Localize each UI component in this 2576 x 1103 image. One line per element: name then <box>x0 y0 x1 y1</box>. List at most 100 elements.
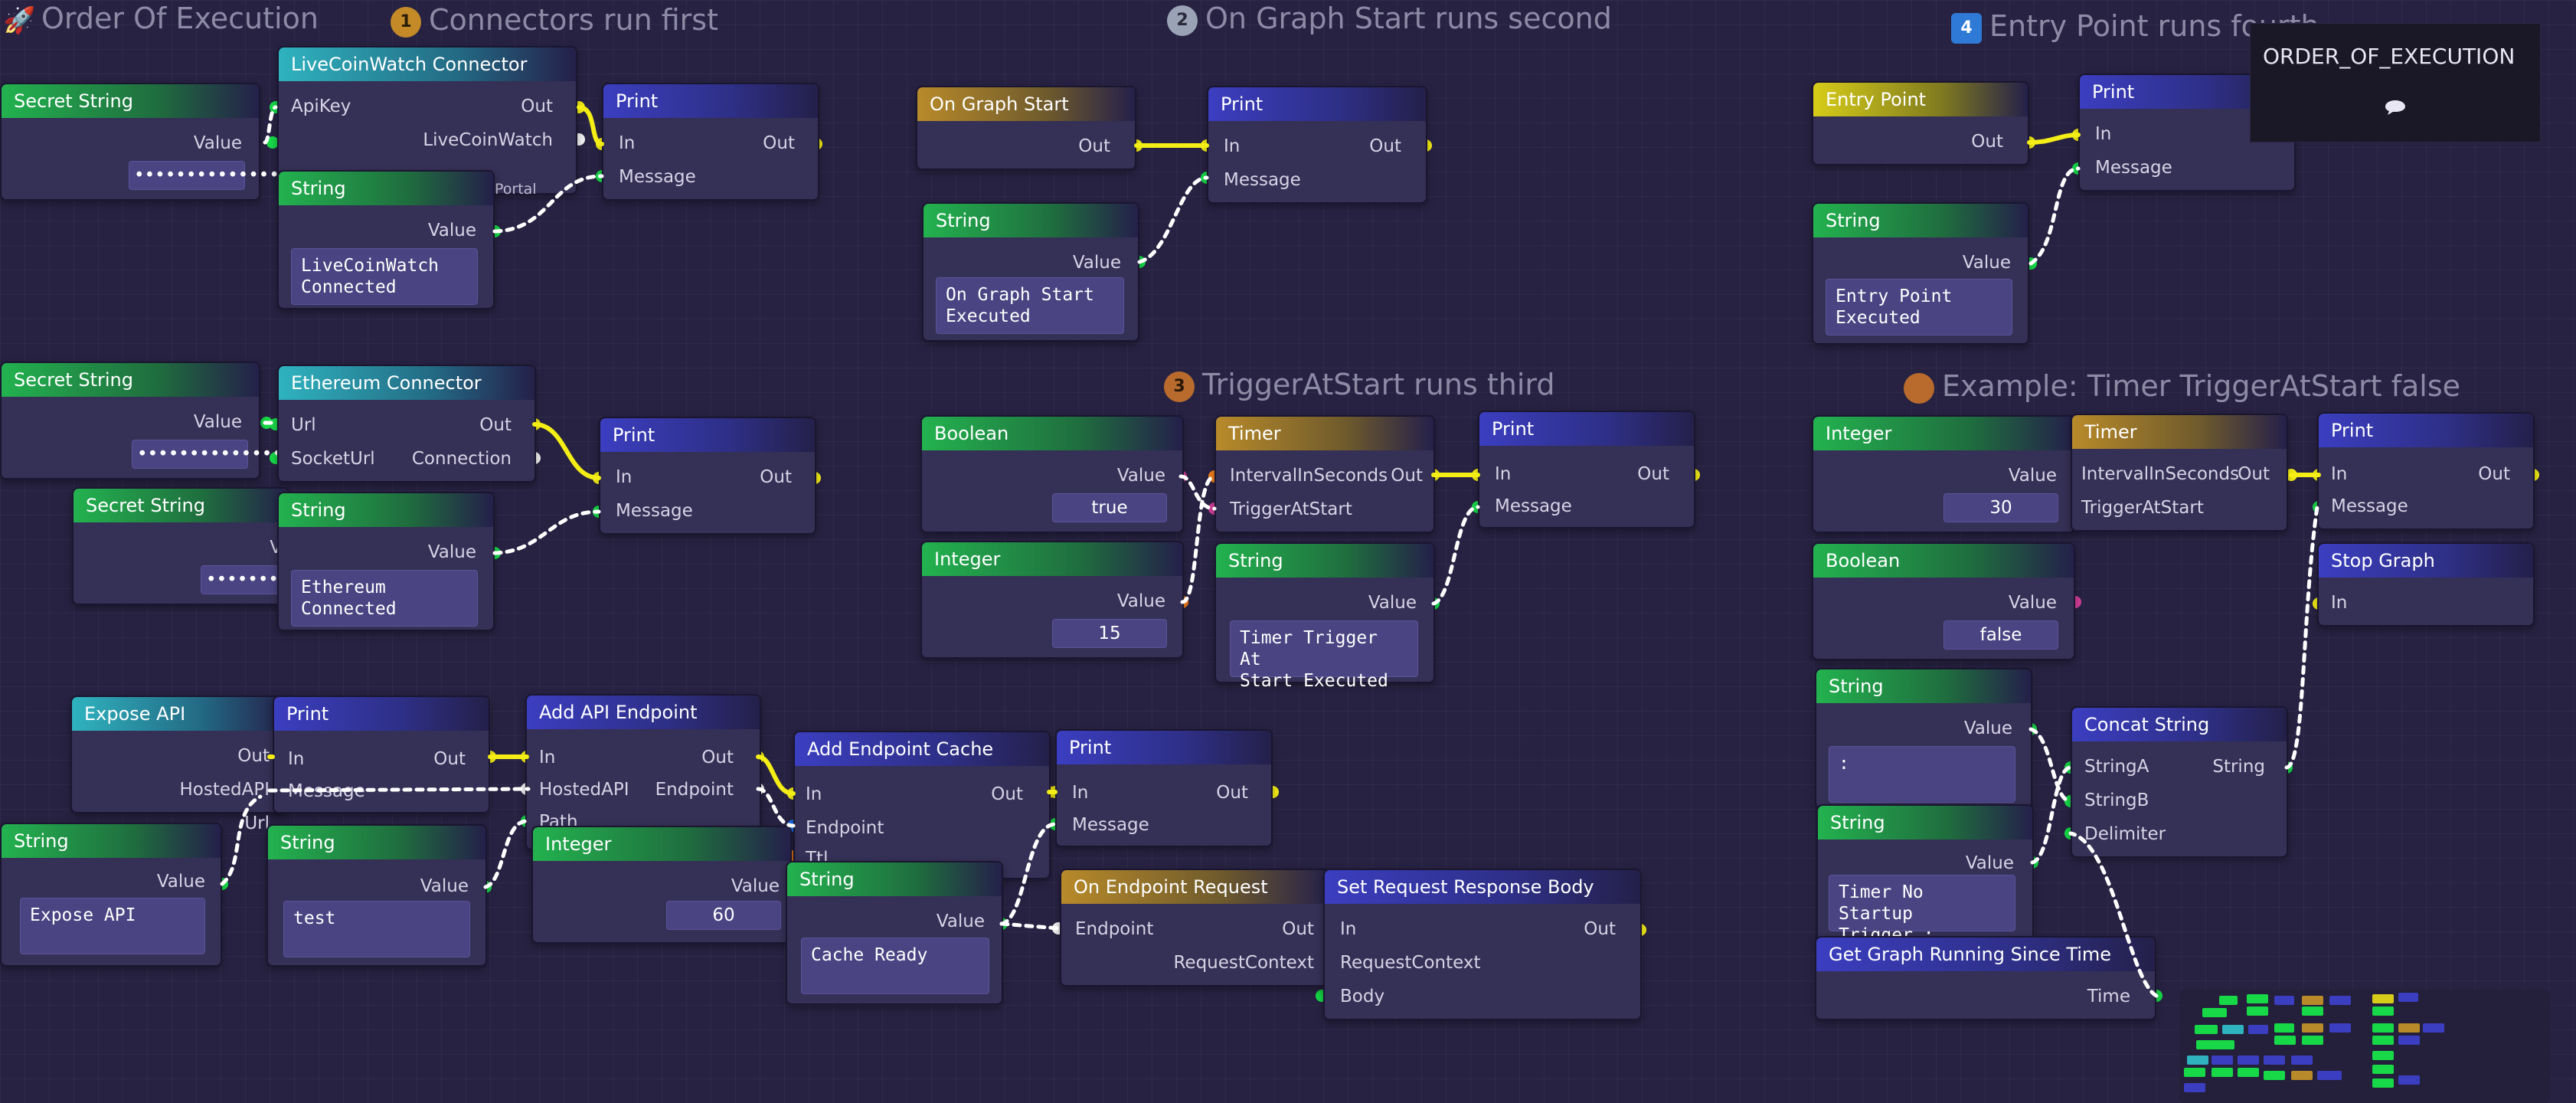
pin-time-label: Time <box>2087 987 2130 1006</box>
node-print-2[interactable]: Print In Out Message <box>599 417 816 535</box>
speech-bubble-icon[interactable] <box>2384 99 2407 116</box>
minimap[interactable] <box>2179 990 2550 1103</box>
secret-value-field[interactable]: •••••••••••••••• <box>132 440 303 469</box>
node-print-7[interactable]: Print In Out Message <box>273 696 490 813</box>
node-livecoinwatch-connector[interactable]: LiveCoinWatch Connector ApiKey Out LiveC… <box>277 46 577 198</box>
minimap-node <box>2202 1008 2227 1017</box>
secret-value-field[interactable]: •••••••••••••••• <box>129 161 300 190</box>
node-string-9[interactable]: String Value test <box>266 824 487 967</box>
node-timer-2[interactable]: Timer IntervalInSeconds Out TriggerAtSta… <box>2071 414 2288 532</box>
string-value-field[interactable]: Timer No Startup Trigger : <box>1829 875 2015 945</box>
node-on-graph-start[interactable]: On Graph Start Out <box>916 86 1136 170</box>
node-string-7[interactable]: String Value Timer No Startup Trigger : <box>1816 804 2034 945</box>
string-value-field[interactable]: Ethereum Connected <box>291 570 478 627</box>
node-title: On Graph Start <box>917 87 1135 121</box>
node-string-10[interactable]: String Value Cache Ready <box>786 861 1003 1005</box>
node-print-3[interactable]: Print In Out Message <box>1207 86 1427 204</box>
string-value-field[interactable]: LiveCoinWatch Connected <box>291 248 478 305</box>
string-value-field[interactable]: On Graph Start Executed <box>936 277 1124 334</box>
node-boolean-2[interactable]: Boolean Value false <box>1812 542 2075 660</box>
pin-hostedapi-label: HostedAPI <box>539 780 629 800</box>
pin-out-label: Out <box>433 749 466 769</box>
node-title: Expose API <box>72 697 286 731</box>
node-string-4[interactable]: String Value Entry Point Executed <box>1812 202 2029 345</box>
node-title: String <box>1216 544 1433 578</box>
string-value-field[interactable]: Cache Ready <box>801 938 989 994</box>
minimap-node <box>2423 1023 2444 1033</box>
node-secret-string-2[interactable]: Secret String Value •••••••••••••••• <box>0 362 303 479</box>
pin-out-label: Out <box>991 784 1023 804</box>
node-print-8[interactable]: Print In Out Message <box>1055 729 1273 847</box>
node-title: Entry Point <box>1813 83 2028 116</box>
node-ethereum-connector[interactable]: Ethereum Connector Url Out SocketUrl Con… <box>277 365 536 483</box>
node-add-endpoint-cache[interactable]: Add Endpoint Cache In Out Endpoint Ttl <box>793 731 1051 879</box>
node-print-1[interactable]: Print In Out Message <box>602 83 819 201</box>
pin-value-label: Value <box>1072 253 1121 273</box>
pin-value-label: Value <box>2008 466 2057 486</box>
minimap-node <box>2317 1071 2342 1080</box>
node-secret-string-1[interactable]: Secret String Value •••••••••••••••• <box>0 83 300 201</box>
node-print-6[interactable]: Print In Out Message <box>2317 412 2535 530</box>
node-expose-api[interactable]: Expose API Out HostedAPI Url <box>70 696 288 833</box>
string-value-field[interactable]: : <box>1829 746 2015 803</box>
minimap-node <box>2187 1056 2208 1065</box>
minimap-node <box>2274 1036 2296 1045</box>
pin-out-label: Out <box>1637 464 1669 484</box>
node-print-5[interactable]: Print In Out Message <box>1478 411 1695 529</box>
node-string-2[interactable]: String Value Ethereum Connected <box>277 492 495 631</box>
boolean-value-field[interactable]: false <box>1943 620 2058 650</box>
node-secret-string-3[interactable]: Secret String V •••••••••• <box>72 487 310 605</box>
medal-3-icon: 3 <box>1164 371 1195 402</box>
integer-value-field[interactable]: 15 <box>1052 619 1167 648</box>
node-concat-string[interactable]: Concat String StringA String StringB Del… <box>2071 706 2288 858</box>
node-integer-3[interactable]: Integer Value 60 <box>531 826 792 944</box>
node-string-1[interactable]: String Value LiveCoinWatch Connected <box>277 170 495 309</box>
node-set-request-response-body[interactable]: Set Request Response Body In Out Request… <box>1323 869 1642 1020</box>
pin-socketurl-label: SocketUrl <box>291 449 375 469</box>
minimap-node <box>2264 1056 2285 1065</box>
data-wire <box>492 509 601 555</box>
pin-out-label: Out <box>1584 919 1616 939</box>
minimap-node <box>2302 1006 2323 1016</box>
string-value-field[interactable]: Entry Point Executed <box>1826 279 2012 335</box>
string-value-field[interactable]: Timer Trigger At Start Executed <box>1230 620 1418 691</box>
node-get-graph-running-since-time[interactable]: Get Graph Running Since Time Time <box>1815 936 2156 1020</box>
integer-value-field[interactable]: 60 <box>666 901 781 930</box>
pin-message-label: Message <box>288 781 365 801</box>
node-string-5[interactable]: String Value Timer Trigger At Start Exec… <box>1214 542 1435 691</box>
string-value-field[interactable]: Expose API <box>20 898 205 954</box>
node-on-endpoint-request[interactable]: On Endpoint Request Endpoint Out Request… <box>1060 869 1331 987</box>
minimap-node <box>2222 1025 2244 1034</box>
pin-url-label: Url <box>291 415 316 435</box>
pin-value-label: Value <box>156 872 205 892</box>
node-title: Add API Endpoint <box>527 696 760 729</box>
node-timer-1[interactable]: Timer IntervalInSeconds Out TriggerAtSta… <box>1214 415 1435 533</box>
minimap-node <box>2372 1006 2394 1016</box>
integer-value-field[interactable]: 30 <box>1943 493 2058 522</box>
boolean-value-field[interactable]: true <box>1052 493 1167 522</box>
pin-in-label: In <box>1495 464 1512 484</box>
string-value-field[interactable]: test <box>283 901 470 957</box>
pin-message-label: Message <box>1495 496 1572 516</box>
comment-box[interactable]: ORDER_OF_EXECUTION <box>2250 23 2541 142</box>
node-string-6[interactable]: String Value : <box>1815 668 2032 809</box>
node-integer-1[interactable]: Integer Value 15 <box>920 541 1184 659</box>
secret-value-field[interactable]: •••••••••• <box>201 565 310 594</box>
minimap-node <box>2238 1056 2259 1065</box>
node-boolean-1[interactable]: Boolean Value true <box>920 415 1184 533</box>
node-string-8[interactable]: String Value Expose API <box>0 823 222 967</box>
pin-out-label: Out <box>1216 783 1248 803</box>
minimap-node <box>2291 1071 2313 1080</box>
node-stop-graph[interactable]: Stop Graph In <box>2317 542 2535 627</box>
node-integer-2[interactable]: Integer Value 30 <box>1812 415 2075 533</box>
node-string-3[interactable]: String Value On Graph Start Executed <box>922 202 1139 342</box>
pin-in-label: In <box>2331 593 2348 613</box>
node-entry-point[interactable]: Entry Point Out <box>1812 81 2029 165</box>
minimap-node <box>2238 1068 2259 1077</box>
pin-value-label: Value <box>427 542 476 562</box>
pin-out-label: Out <box>701 748 734 768</box>
pin-in-label: In <box>616 467 633 487</box>
pin-hostedapi-label: HostedAPI <box>179 780 270 800</box>
